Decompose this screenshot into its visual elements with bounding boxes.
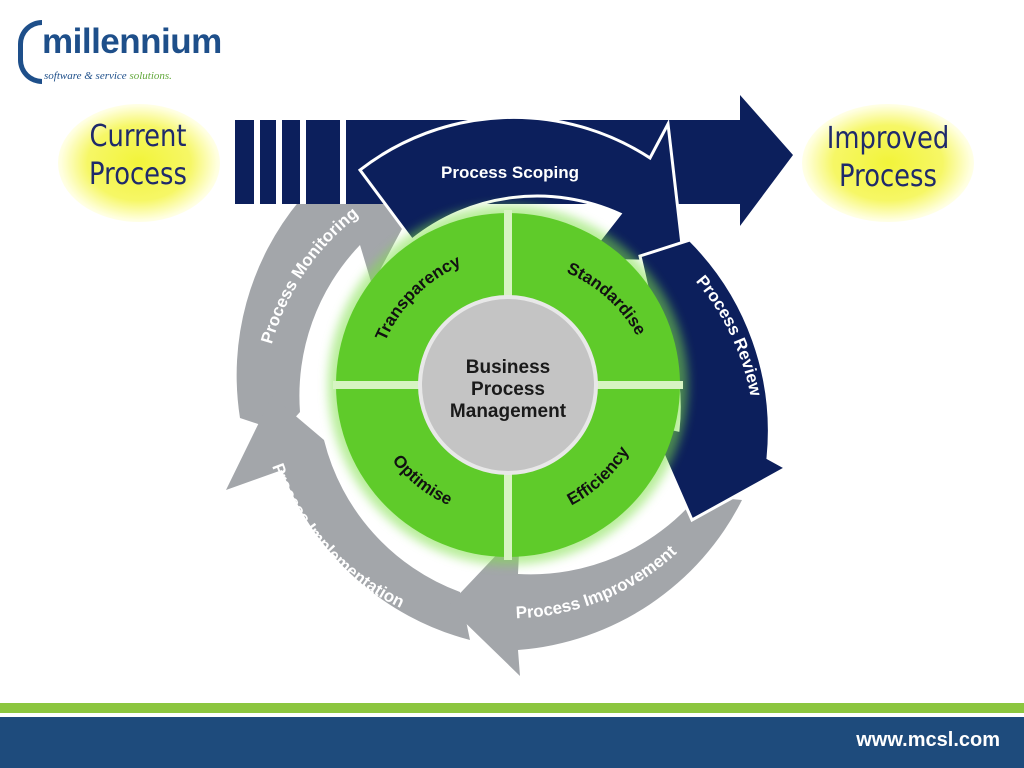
arrow-stripe-1 bbox=[254, 120, 260, 204]
company-logo: millennium software & service solutions. bbox=[18, 18, 258, 88]
process-monitoring-arrow bbox=[236, 160, 412, 432]
improved-process-line2: Process bbox=[839, 159, 937, 194]
logo-tagline-highlight: solutions. bbox=[129, 70, 172, 82]
footer-bar bbox=[0, 717, 1024, 768]
improved-process-label: Improved Process bbox=[821, 120, 955, 196]
footer-green-stripe bbox=[0, 703, 1024, 713]
current-process-glow bbox=[58, 104, 220, 222]
arrow-stripe-3 bbox=[300, 120, 306, 204]
arrow-stripe-2 bbox=[276, 120, 282, 204]
process-scoping-label: Process Scoping bbox=[441, 163, 579, 182]
process-improvement-arrow bbox=[448, 496, 742, 676]
current-process-label: Current Process bbox=[78, 118, 198, 194]
center-label-line3: Management bbox=[450, 401, 567, 422]
arrow-stripe-4 bbox=[340, 120, 346, 204]
current-process-line1: Current bbox=[89, 119, 187, 154]
improved-process-line1: Improved bbox=[826, 121, 950, 156]
logo-tagline: software & service solutions. bbox=[44, 70, 172, 82]
logo-wordmark: millennium bbox=[42, 22, 222, 61]
footer-gap bbox=[0, 713, 1024, 717]
center-label-line1: Business bbox=[466, 357, 550, 378]
improved-process-glow bbox=[802, 104, 974, 222]
website-url[interactable]: www.mcsl.com bbox=[856, 729, 1000, 751]
process-scoping-arrow bbox=[357, 115, 686, 264]
process-implementation-arrow bbox=[226, 396, 470, 640]
center-label-line2: Process bbox=[471, 379, 545, 400]
center-circle bbox=[418, 295, 598, 475]
logo-tagline-prefix: software & service bbox=[44, 70, 127, 82]
current-process-line2: Process bbox=[89, 157, 187, 192]
